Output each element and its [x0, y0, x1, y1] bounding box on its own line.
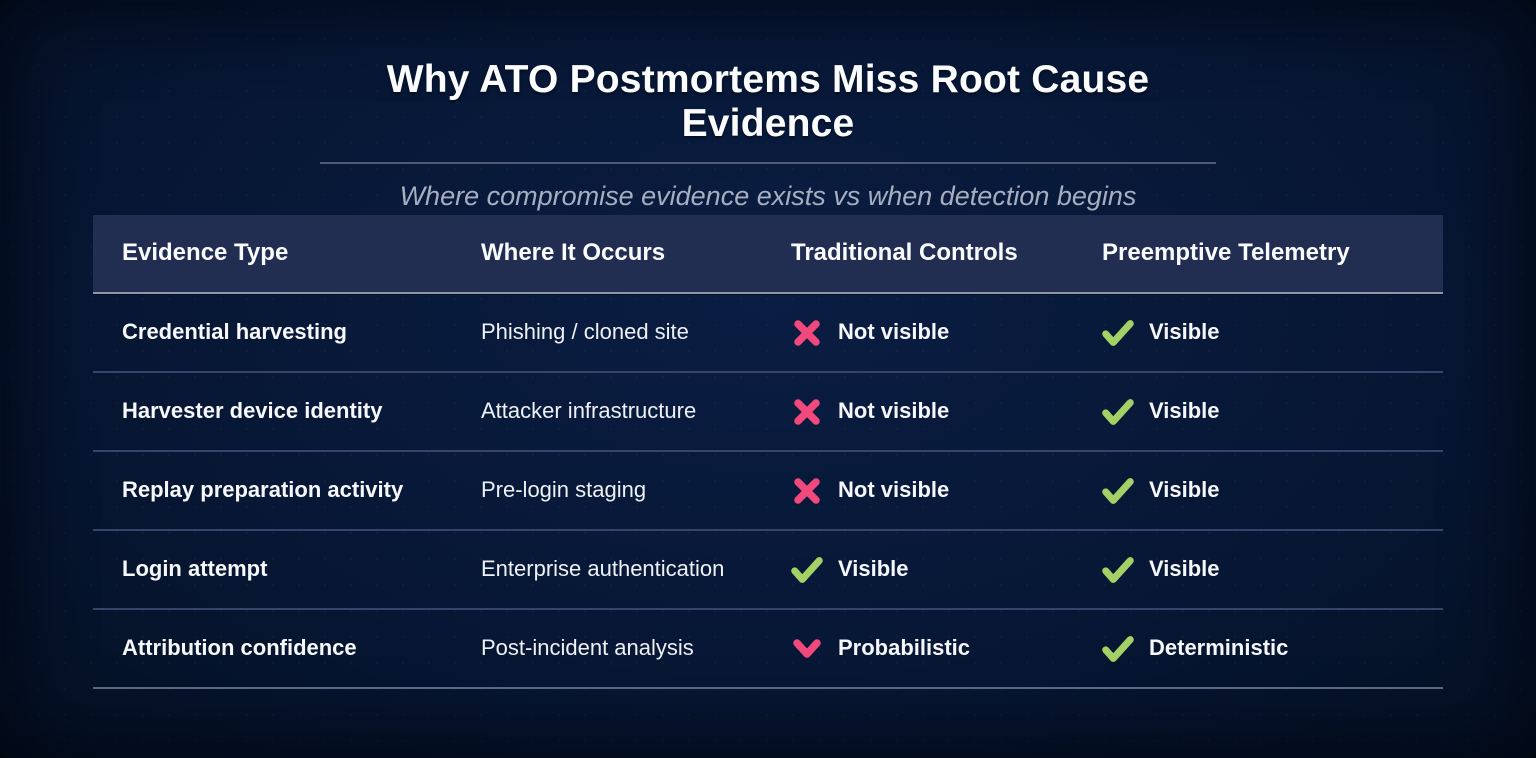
where-it-occurs-cell: Post-incident analysis	[481, 635, 694, 661]
title-divider	[320, 162, 1216, 164]
preemptive-telemetry-cell: Deterministic	[1073, 633, 1443, 665]
preemptive-telemetry-cell: Visible	[1073, 554, 1443, 586]
status-label: Visible	[1149, 398, 1220, 424]
preemptive-telemetry-cell: Visible	[1073, 396, 1443, 428]
chevron-down-icon	[791, 633, 823, 665]
status-label: Probabilistic	[838, 635, 971, 661]
status-label: Visible	[1149, 319, 1220, 345]
where-it-occurs-cell: Pre-login staging	[481, 477, 647, 503]
status-label: Visible	[1149, 556, 1220, 582]
table-row: Login attempt Enterprise authentication …	[93, 531, 1443, 610]
where-it-occurs-cell: Attacker infrastructure	[481, 398, 697, 424]
traditional-controls-cell: Not visible	[762, 475, 1073, 507]
column-header-preemptive-telemetry: Preemptive Telemetry	[1102, 239, 1350, 267]
where-it-occurs-cell: Enterprise authentication	[481, 556, 725, 582]
status-label: Not visible	[838, 319, 950, 345]
traditional-controls-cell: Not visible	[762, 396, 1073, 428]
evidence-type-cell: Replay preparation activity	[122, 477, 404, 503]
cross-icon	[791, 317, 823, 349]
status-label: Visible	[1149, 477, 1220, 503]
column-header-traditional-controls: Traditional Controls	[791, 239, 1018, 267]
evidence-type-cell: Credential harvesting	[122, 319, 347, 345]
cross-icon	[791, 475, 823, 507]
cross-icon	[791, 396, 823, 428]
traditional-controls-cell: Not visible	[762, 317, 1073, 349]
table-row: Attribution confidence Post-incident ana…	[93, 610, 1443, 689]
check-icon	[1102, 633, 1134, 665]
column-header-evidence-type: Evidence Type	[122, 239, 289, 267]
check-icon	[1102, 554, 1134, 586]
check-icon	[1102, 396, 1134, 428]
where-it-occurs-cell: Phishing / cloned site	[481, 319, 689, 345]
check-icon	[1102, 475, 1134, 507]
status-label: Not visible	[838, 477, 950, 503]
table-row: Replay preparation activity Pre-login st…	[93, 452, 1443, 531]
preemptive-telemetry-cell: Visible	[1073, 475, 1443, 507]
page-subtitle: Where compromise evidence exists vs when…	[399, 181, 1137, 211]
header-block: Why ATO Postmortems Miss Root Cause Evid…	[318, 0, 1218, 212]
status-label: Visible	[838, 556, 909, 582]
table-row: Harvester device identity Attacker infra…	[93, 373, 1443, 452]
preemptive-telemetry-cell: Visible	[1073, 317, 1443, 349]
evidence-type-cell: Harvester device identity	[122, 398, 383, 424]
evidence-type-cell: Login attempt	[122, 556, 268, 582]
page-title: Why ATO Postmortems Miss Root Cause Evid…	[386, 58, 1150, 145]
evidence-table: Evidence Type Where It Occurs Traditiona…	[93, 215, 1443, 689]
status-label: Deterministic	[1149, 635, 1289, 661]
table-header-row: Evidence Type Where It Occurs Traditiona…	[93, 215, 1443, 294]
traditional-controls-cell: Visible	[762, 554, 1073, 586]
traditional-controls-cell: Probabilistic	[762, 633, 1073, 665]
status-label: Not visible	[838, 398, 950, 424]
evidence-type-cell: Attribution confidence	[122, 635, 357, 661]
column-header-where-it-occurs: Where It Occurs	[481, 239, 666, 267]
check-icon	[791, 554, 823, 586]
table-body: Credential harvesting Phishing / cloned …	[93, 294, 1443, 689]
check-icon	[1102, 317, 1134, 349]
table-row: Credential harvesting Phishing / cloned …	[93, 294, 1443, 373]
